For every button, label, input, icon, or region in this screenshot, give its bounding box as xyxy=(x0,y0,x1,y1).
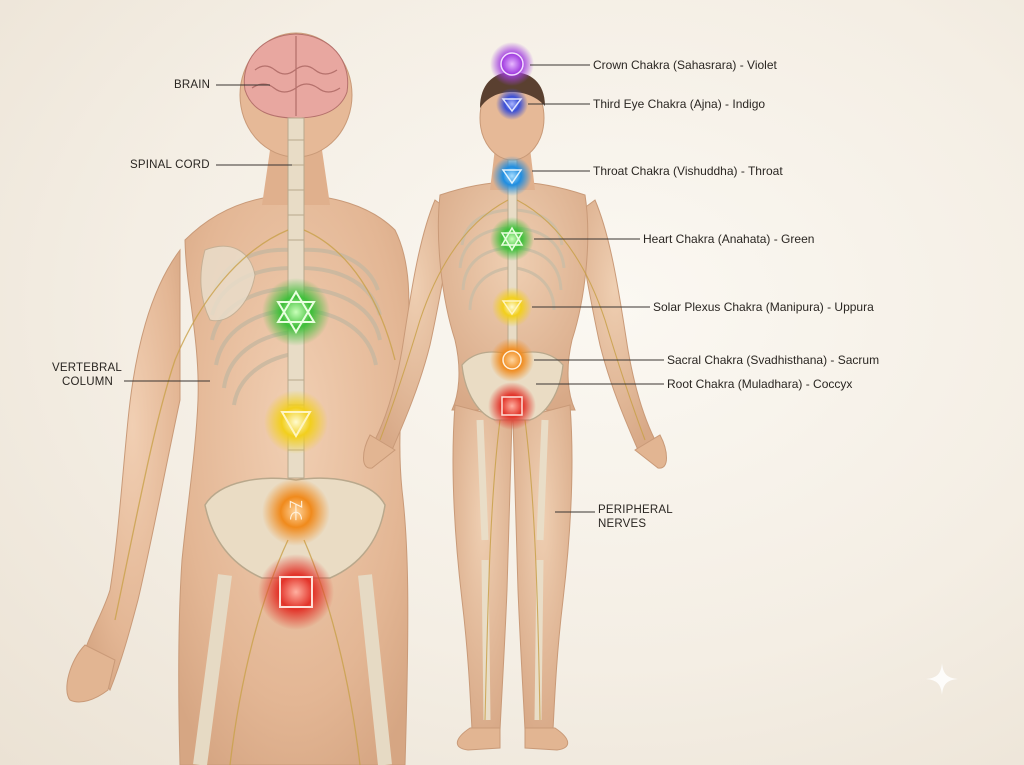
back-chakra-root xyxy=(258,554,334,630)
label-brain: BRAIN xyxy=(174,79,211,91)
svg-text:ꄓ: ꄓ xyxy=(287,500,304,526)
back-view-figure xyxy=(66,32,410,765)
front-chakra-sacral xyxy=(490,338,534,382)
front-chakra-third-eye xyxy=(496,88,528,120)
label-peripheral-nerves: PERIPHERAL NERVES xyxy=(598,503,673,531)
label-heart-chakra: Heart Chakra (Anahata) - Green xyxy=(643,232,815,246)
label-vertebral-column: VERTEBRAL COLUMN xyxy=(52,361,122,389)
sparkle-icon xyxy=(926,663,958,695)
label-third-eye-chakra: Third Eye Chakra (Ajna) - Indigo xyxy=(593,97,766,111)
label-root-chakra: Root Chakra (Muladhara) - Coccyx xyxy=(667,377,853,391)
back-chakra-heart xyxy=(262,278,330,346)
front-chakra-throat xyxy=(492,156,532,196)
label-throat-chakra: Throat Chakra (Vishuddha) - Throat xyxy=(593,164,783,178)
back-chakra-solar-plexus xyxy=(264,390,328,454)
front-chakra-root xyxy=(488,382,536,430)
front-chakra-heart xyxy=(490,217,534,261)
front-chakra-crown xyxy=(490,42,534,86)
label-peripheral-nerves-line1: PERIPHERAL xyxy=(598,504,673,516)
leader-lines xyxy=(124,64,664,513)
label-vertebral-column-line2: COLUMN xyxy=(62,376,114,388)
front-chakra-solar-plexus xyxy=(492,287,532,327)
label-vertebral-column-line1: VERTEBRAL xyxy=(52,362,122,374)
label-peripheral-nerves-line2: NERVES xyxy=(598,518,647,530)
label-solar-plexus-chakra: Solar Plexus Chakra (Manipura) - Uppura xyxy=(653,300,874,314)
label-crown-chakra: Crown Chakra (Sahasrara) - Violet xyxy=(593,58,777,72)
label-spinal-cord: SPINAL CORD xyxy=(130,159,210,171)
label-sacral-chakra: Sacral Chakra (Svadhisthana) - Sacrum xyxy=(667,353,880,367)
back-chakra-sacral: ꄓ xyxy=(262,478,330,546)
